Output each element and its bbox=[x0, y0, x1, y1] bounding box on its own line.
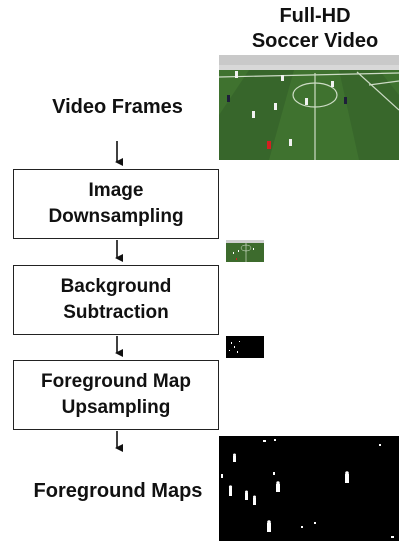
step-label-line-2: Subtraction bbox=[63, 302, 169, 323]
step-label-line-1: Background bbox=[60, 276, 172, 297]
step-label-line-2: Downsampling bbox=[48, 206, 184, 227]
step-image-downsampling: Image Downsampling bbox=[13, 169, 219, 239]
step-label-line-1: Foreground Map bbox=[41, 371, 191, 392]
downsampled-frame-thumbnail bbox=[226, 240, 264, 262]
step-foreground-map-upsampling: Foreground Map Upsampling bbox=[13, 360, 219, 430]
step-label-line-2: Upsampling bbox=[61, 397, 171, 418]
step-background-subtraction: Background Subtraction bbox=[13, 265, 219, 335]
output-label: Foreground Maps bbox=[33, 480, 203, 502]
low-res-mask-thumbnail bbox=[226, 336, 264, 358]
title-line-2: Soccer Video bbox=[251, 30, 379, 52]
foreground-map-output bbox=[219, 436, 399, 541]
diagram-title: Full-HD Soccer Video bbox=[235, 4, 395, 54]
soccer-frame-thumbnail bbox=[219, 55, 399, 160]
step-label-line-1: Image bbox=[88, 180, 144, 201]
input-label: Video Frames bbox=[52, 96, 183, 118]
title-line-1: Full-HD bbox=[279, 5, 351, 27]
